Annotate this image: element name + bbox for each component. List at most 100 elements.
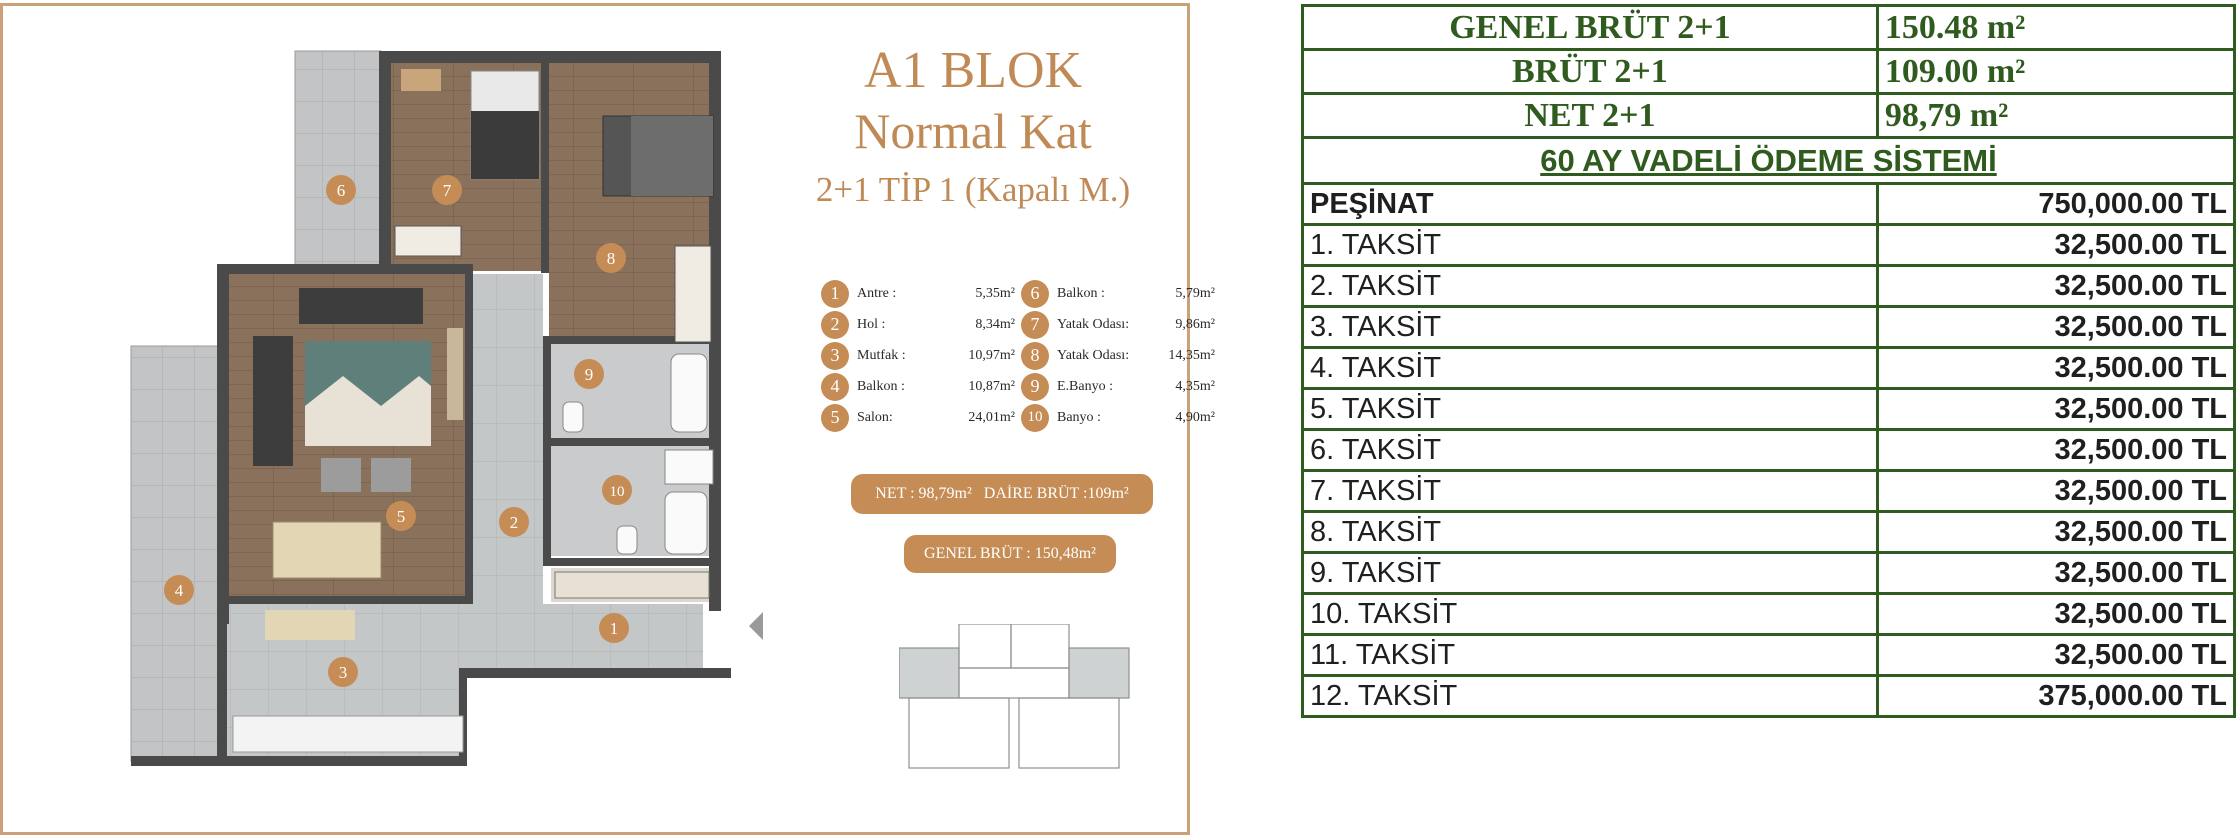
legend-number: 8 xyxy=(1021,341,1049,370)
area-row: GENEL BRÜT 2+1 150.48 m² xyxy=(1301,4,2237,51)
payment-label: 1. TAKSİT xyxy=(1301,223,1879,267)
legend-room-area: 24,01m² xyxy=(968,409,1015,425)
floor-subtitle: Normal Kat xyxy=(854,103,1092,159)
room-marker-label: 2 xyxy=(510,513,519,532)
legend-room-name: Yatak Odası: xyxy=(1057,316,1130,332)
legend-room-area: 5,35m² xyxy=(975,285,1015,301)
legend-room-area: 9,86m² xyxy=(1175,316,1215,332)
area-value: 98,79 m² xyxy=(1875,92,2237,139)
room-marker xyxy=(599,613,629,643)
room-marker xyxy=(432,175,462,205)
legend-room-name: E.Banyo : xyxy=(1057,378,1113,394)
legend-room-area: 10,97m² xyxy=(968,347,1015,363)
payment-amount: 32,500.00 TL xyxy=(1875,551,2237,595)
payment-amount: 32,500.00 TL xyxy=(1875,469,2237,513)
payment-label: 9. TAKSİT xyxy=(1301,551,1879,595)
room-marker xyxy=(574,359,604,389)
payment-plan-title: 60 AY VADELİ ÖDEME SİSTEMİ xyxy=(1301,136,2236,185)
room-markers: 1 2 3 4 5 6 7 8 9 10 xyxy=(164,175,632,687)
legend-room-area: 14,35m² xyxy=(1168,347,1215,363)
legend-row: 3 Mutfak : 10,97m² xyxy=(821,340,1015,371)
legend-room-name: Yatak Odası: xyxy=(1057,347,1130,363)
room-marker-label: 3 xyxy=(339,663,348,682)
legend-row: 10 Banyo : 4,90m² xyxy=(1021,402,1215,433)
legend-room-name: Salon: xyxy=(857,409,893,425)
legend-room-area: 4,35m² xyxy=(1175,378,1215,394)
room-marker xyxy=(596,243,626,273)
area-value: 109.00 m² xyxy=(1875,48,2237,95)
net-area-badge: NET : 98,79m² DAİRE BRÜT :109m² xyxy=(851,474,1153,514)
legend-row: 5 Salon: 24,01m² xyxy=(821,402,1015,433)
legend-number: 9 xyxy=(1021,372,1049,401)
payment-amount: 750,000.00 TL xyxy=(1875,182,2237,226)
payment-amount: 32,500.00 TL xyxy=(1875,387,2237,431)
net-area-label: NET : 98,79m² xyxy=(875,485,972,502)
room-marker xyxy=(328,657,358,687)
payment-label: 6. TAKSİT xyxy=(1301,428,1879,472)
area-row: BRÜT 2+1 109.00 m² xyxy=(1301,48,2237,95)
legend-room-area: 5,79m² xyxy=(1175,285,1215,301)
payment-label: PEŞİNAT xyxy=(1301,182,1879,226)
legend-row: 8 Yatak Odası: 14,35m² xyxy=(1021,340,1215,371)
section-row: 60 AY VADELİ ÖDEME SİSTEMİ xyxy=(1301,136,2236,185)
room-marker xyxy=(164,575,194,605)
room-marker xyxy=(386,501,416,531)
legend-number: 5 xyxy=(821,403,849,432)
room-marker-label: 5 xyxy=(397,507,406,526)
payment-label: 8. TAKSİT xyxy=(1301,510,1879,554)
room-marker-label: 7 xyxy=(443,181,452,200)
payment-amount: 32,500.00 TL xyxy=(1875,633,2237,677)
area-value: 150.48 m² xyxy=(1875,4,2237,51)
area-label: NET 2+1 xyxy=(1301,92,1879,139)
payment-amount: 32,500.00 TL xyxy=(1875,346,2237,390)
legend-room-area: 4,90m² xyxy=(1175,409,1215,425)
room-marker-label: 6 xyxy=(337,181,346,200)
payment-label: 2. TAKSİT xyxy=(1301,264,1879,308)
brochure-panel: 1 2 3 4 5 6 7 8 9 10 A1 BLOK Normal Kat … xyxy=(0,3,1215,835)
key-plan xyxy=(899,624,1130,769)
legend-number: 10 xyxy=(1021,403,1049,432)
legend-number: 3 xyxy=(821,341,849,370)
area-label: BRÜT 2+1 xyxy=(1301,48,1879,95)
payment-amount: 375,000.00 TL xyxy=(1875,674,2237,718)
legend-row: 9 E.Banyo : 4,35m² xyxy=(1021,371,1215,402)
payment-amount: 32,500.00 TL xyxy=(1875,510,2237,554)
room-marker-label: 10 xyxy=(610,484,625,500)
room-marker-label: 9 xyxy=(585,365,594,384)
daire-brut-label: DAİRE BRÜT :109m² xyxy=(983,485,1129,502)
unit-type: 2+1 TİP 1 (Kapalı M.) xyxy=(815,170,1131,209)
legend-room-area: 8,34m² xyxy=(975,316,1015,332)
room-marker-label: 1 xyxy=(610,619,619,638)
legend-room-name: Balkon : xyxy=(857,378,905,394)
payment-label: 7. TAKSİT xyxy=(1301,469,1879,513)
legend-number: 2 xyxy=(821,310,849,339)
payment-amount: 32,500.00 TL xyxy=(1875,428,2237,472)
room-marker xyxy=(326,175,356,205)
floor-plan xyxy=(130,50,763,766)
payment-amount: 32,500.00 TL xyxy=(1875,223,2237,267)
legend-room-name: Mutfak : xyxy=(857,347,906,363)
payment-label: 5. TAKSİT xyxy=(1301,387,1879,431)
room-marker-label: 4 xyxy=(175,581,184,600)
legend-room-name: Banyo : xyxy=(1057,409,1101,425)
payment-label: 11. TAKSİT xyxy=(1301,633,1879,677)
legend-room-name: Antre : xyxy=(857,285,897,301)
payment-amount: 32,500.00 TL xyxy=(1875,592,2237,636)
legend-number: 6 xyxy=(1021,279,1049,308)
